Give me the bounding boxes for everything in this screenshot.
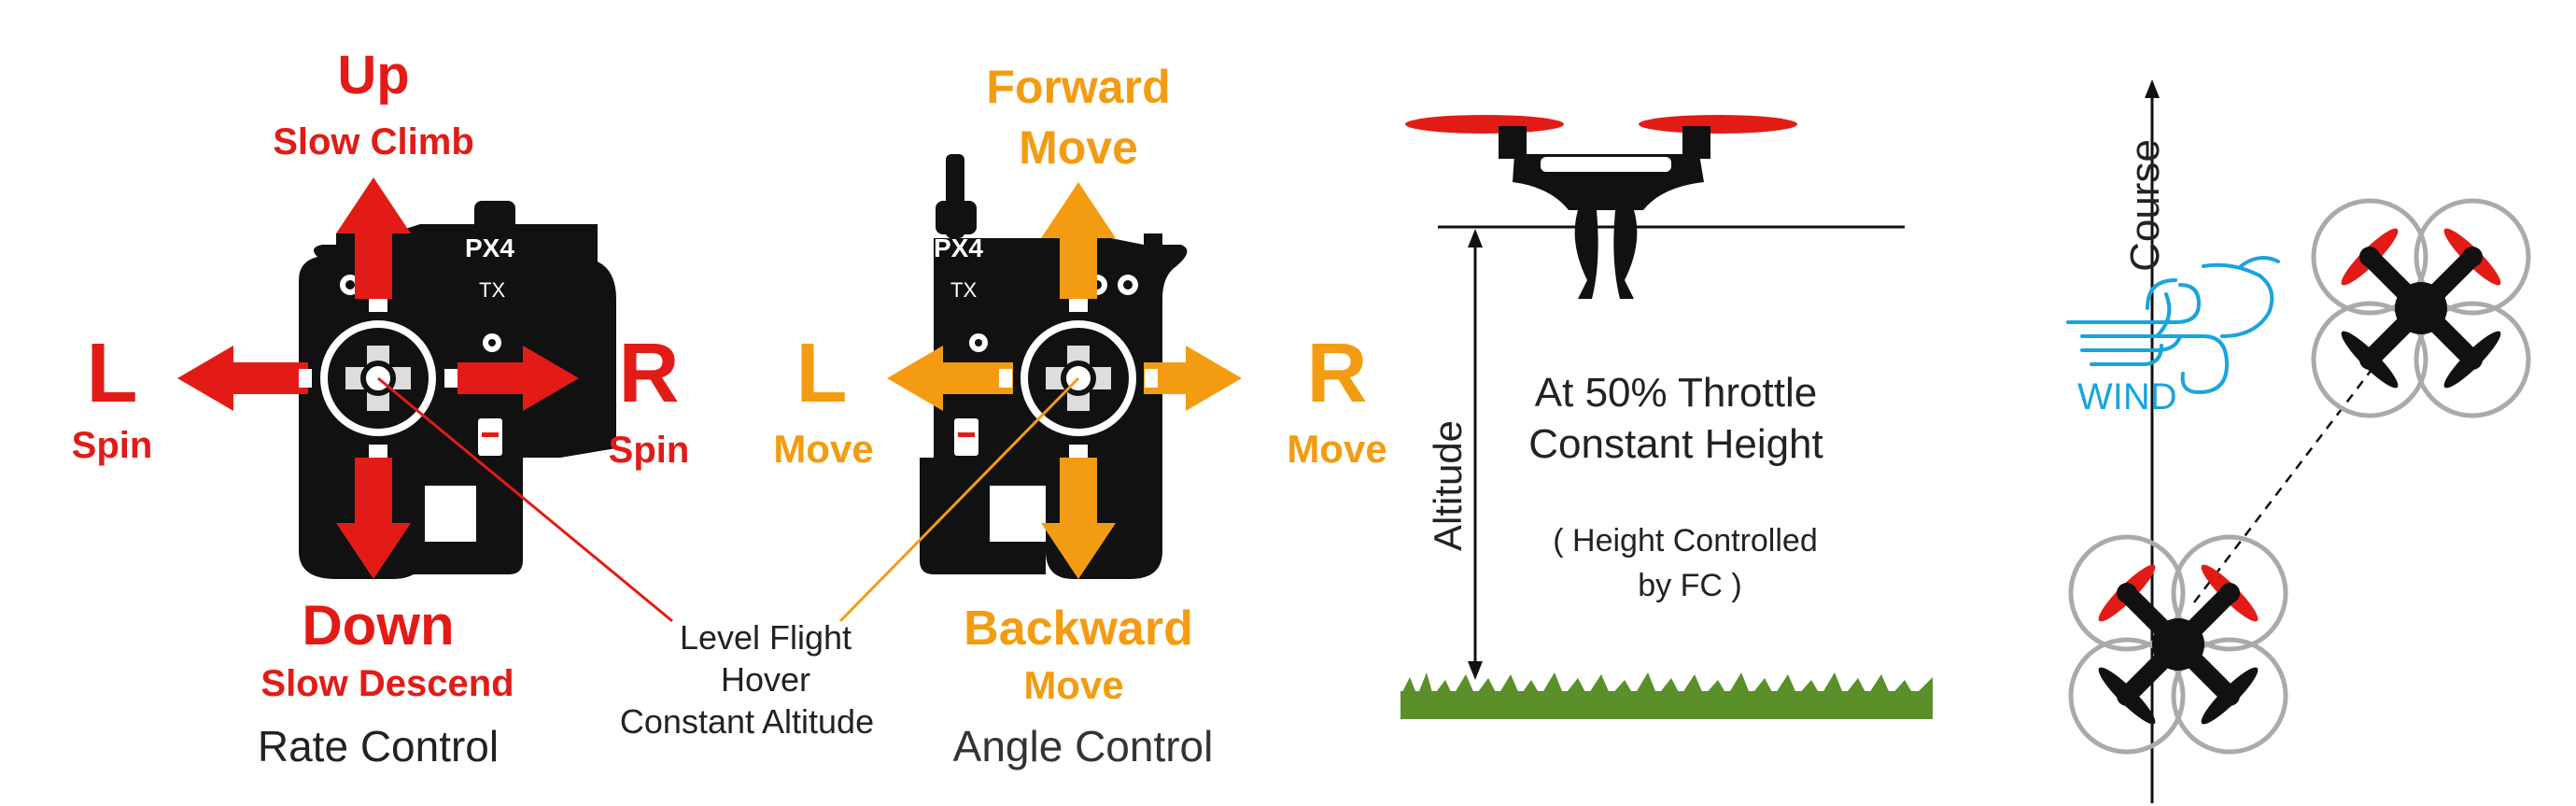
arrow-down-orange bbox=[1041, 458, 1116, 579]
tx-model-angle: TX bbox=[950, 278, 977, 302]
rate-arrows bbox=[177, 177, 579, 579]
altitude-panel: Altitude At 50% Throttle Constant Height… bbox=[1401, 115, 1933, 719]
quadcopter-top-icon-upper bbox=[2311, 198, 2531, 418]
rate-left-sub: Spin bbox=[72, 425, 153, 466]
rate-right-label: R bbox=[619, 327, 680, 420]
course-panel: Course WIND bbox=[2066, 79, 2531, 803]
tx-brand-rate: PX4 bbox=[465, 233, 514, 262]
rate-control-panel: PX4 TX Up Slow Climb L Spin R Spin Down … bbox=[72, 45, 690, 771]
angle-right-label: R bbox=[1307, 327, 1368, 420]
angle-control-panel: PX4 TX Forward Move L Move R Move Backwa… bbox=[773, 61, 1387, 771]
angle-up-sub: Move bbox=[1019, 121, 1138, 174]
center-note-line2: Hover bbox=[721, 660, 810, 699]
arrow-right-orange bbox=[1144, 346, 1242, 411]
wind-icon bbox=[2066, 256, 2280, 395]
altitude-line1: At 50% Throttle bbox=[1535, 370, 1817, 416]
center-note-line3: Constant Altitude bbox=[620, 702, 874, 741]
altitude-note2: by FC ) bbox=[1638, 568, 1741, 603]
grass-strip bbox=[1401, 672, 1933, 719]
rate-up-label: Up bbox=[337, 45, 409, 106]
wind-label: WIND bbox=[2077, 376, 2177, 417]
course-label: Course bbox=[2122, 139, 2168, 272]
angle-left-label: L bbox=[796, 327, 848, 420]
angle-down-sub: Move bbox=[1023, 663, 1123, 707]
arrow-left-orange bbox=[887, 346, 1013, 411]
altitude-line2: Constant Height bbox=[1528, 421, 1823, 467]
pointer-line-orange bbox=[838, 376, 1080, 623]
arrow-left-red bbox=[177, 346, 308, 411]
center-note-line1: Level Flight bbox=[680, 618, 852, 657]
center-note: Level Flight Hover Constant Altitude bbox=[377, 376, 1080, 741]
altitude-axis-label: Altitude bbox=[1426, 420, 1470, 551]
rate-down-sub: Slow Descend bbox=[260, 663, 514, 704]
rate-up-sub: Slow Climb bbox=[273, 121, 474, 163]
arrow-right-red bbox=[457, 346, 579, 411]
pointer-line-red bbox=[377, 376, 673, 623]
altitude-note1: ( Height Controlled bbox=[1553, 523, 1817, 559]
quadcopter-side-icon bbox=[1405, 115, 1797, 299]
arrow-up-red bbox=[336, 177, 411, 299]
rate-right-sub: Spin bbox=[609, 430, 690, 471]
rate-left-label: L bbox=[87, 327, 138, 420]
angle-left-sub: Move bbox=[773, 427, 873, 471]
rate-caption: Rate Control bbox=[258, 722, 499, 771]
angle-down-label: Backward bbox=[964, 601, 1193, 656]
angle-caption: Angle Control bbox=[953, 722, 1214, 771]
quadcopter-top-icon-lower bbox=[2068, 534, 2288, 755]
angle-up-label: Forward bbox=[986, 61, 1170, 113]
drift-path-line bbox=[2193, 326, 2405, 603]
angle-right-sub: Move bbox=[1287, 427, 1387, 471]
arrow-up-orange bbox=[1041, 182, 1116, 299]
arrow-down-red bbox=[336, 458, 411, 579]
tx-model-rate: TX bbox=[479, 278, 505, 302]
tx-brand-angle: PX4 bbox=[934, 233, 983, 262]
rate-down-label: Down bbox=[302, 594, 454, 657]
